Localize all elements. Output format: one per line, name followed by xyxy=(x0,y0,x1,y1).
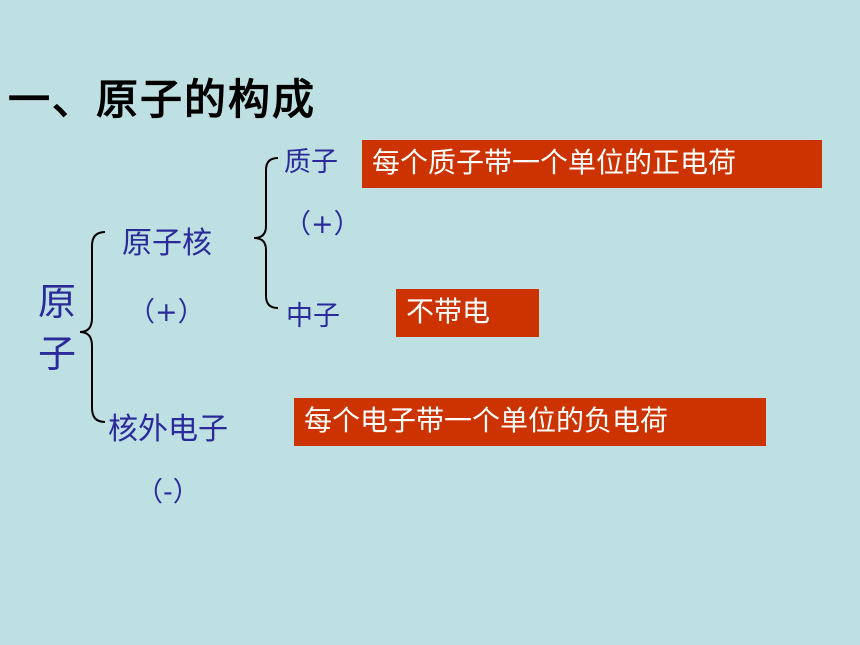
atom-brace xyxy=(79,231,106,423)
proton-label: 质子 xyxy=(284,147,338,178)
neutron-label: 中子 xyxy=(286,301,340,332)
nucleus-brace xyxy=(253,157,279,309)
electron-description: 每个电子带一个单位的负电荷 xyxy=(294,398,766,446)
electron-charge: （-） xyxy=(136,477,200,508)
nucleus-label: 原子核 xyxy=(122,226,212,261)
electron-label: 核外电子 xyxy=(108,412,228,447)
proton-charge: （+） xyxy=(284,209,361,240)
nucleus-charge: （+） xyxy=(128,297,205,328)
slide-title: 一、原子的构成 xyxy=(8,75,317,124)
neutron-description: 不带电 xyxy=(396,289,539,337)
atom-label-char-1: 原 xyxy=(38,280,77,324)
atom-label-char-2: 子 xyxy=(38,332,77,376)
proton-description: 每个质子带一个单位的正电荷 xyxy=(362,140,822,188)
